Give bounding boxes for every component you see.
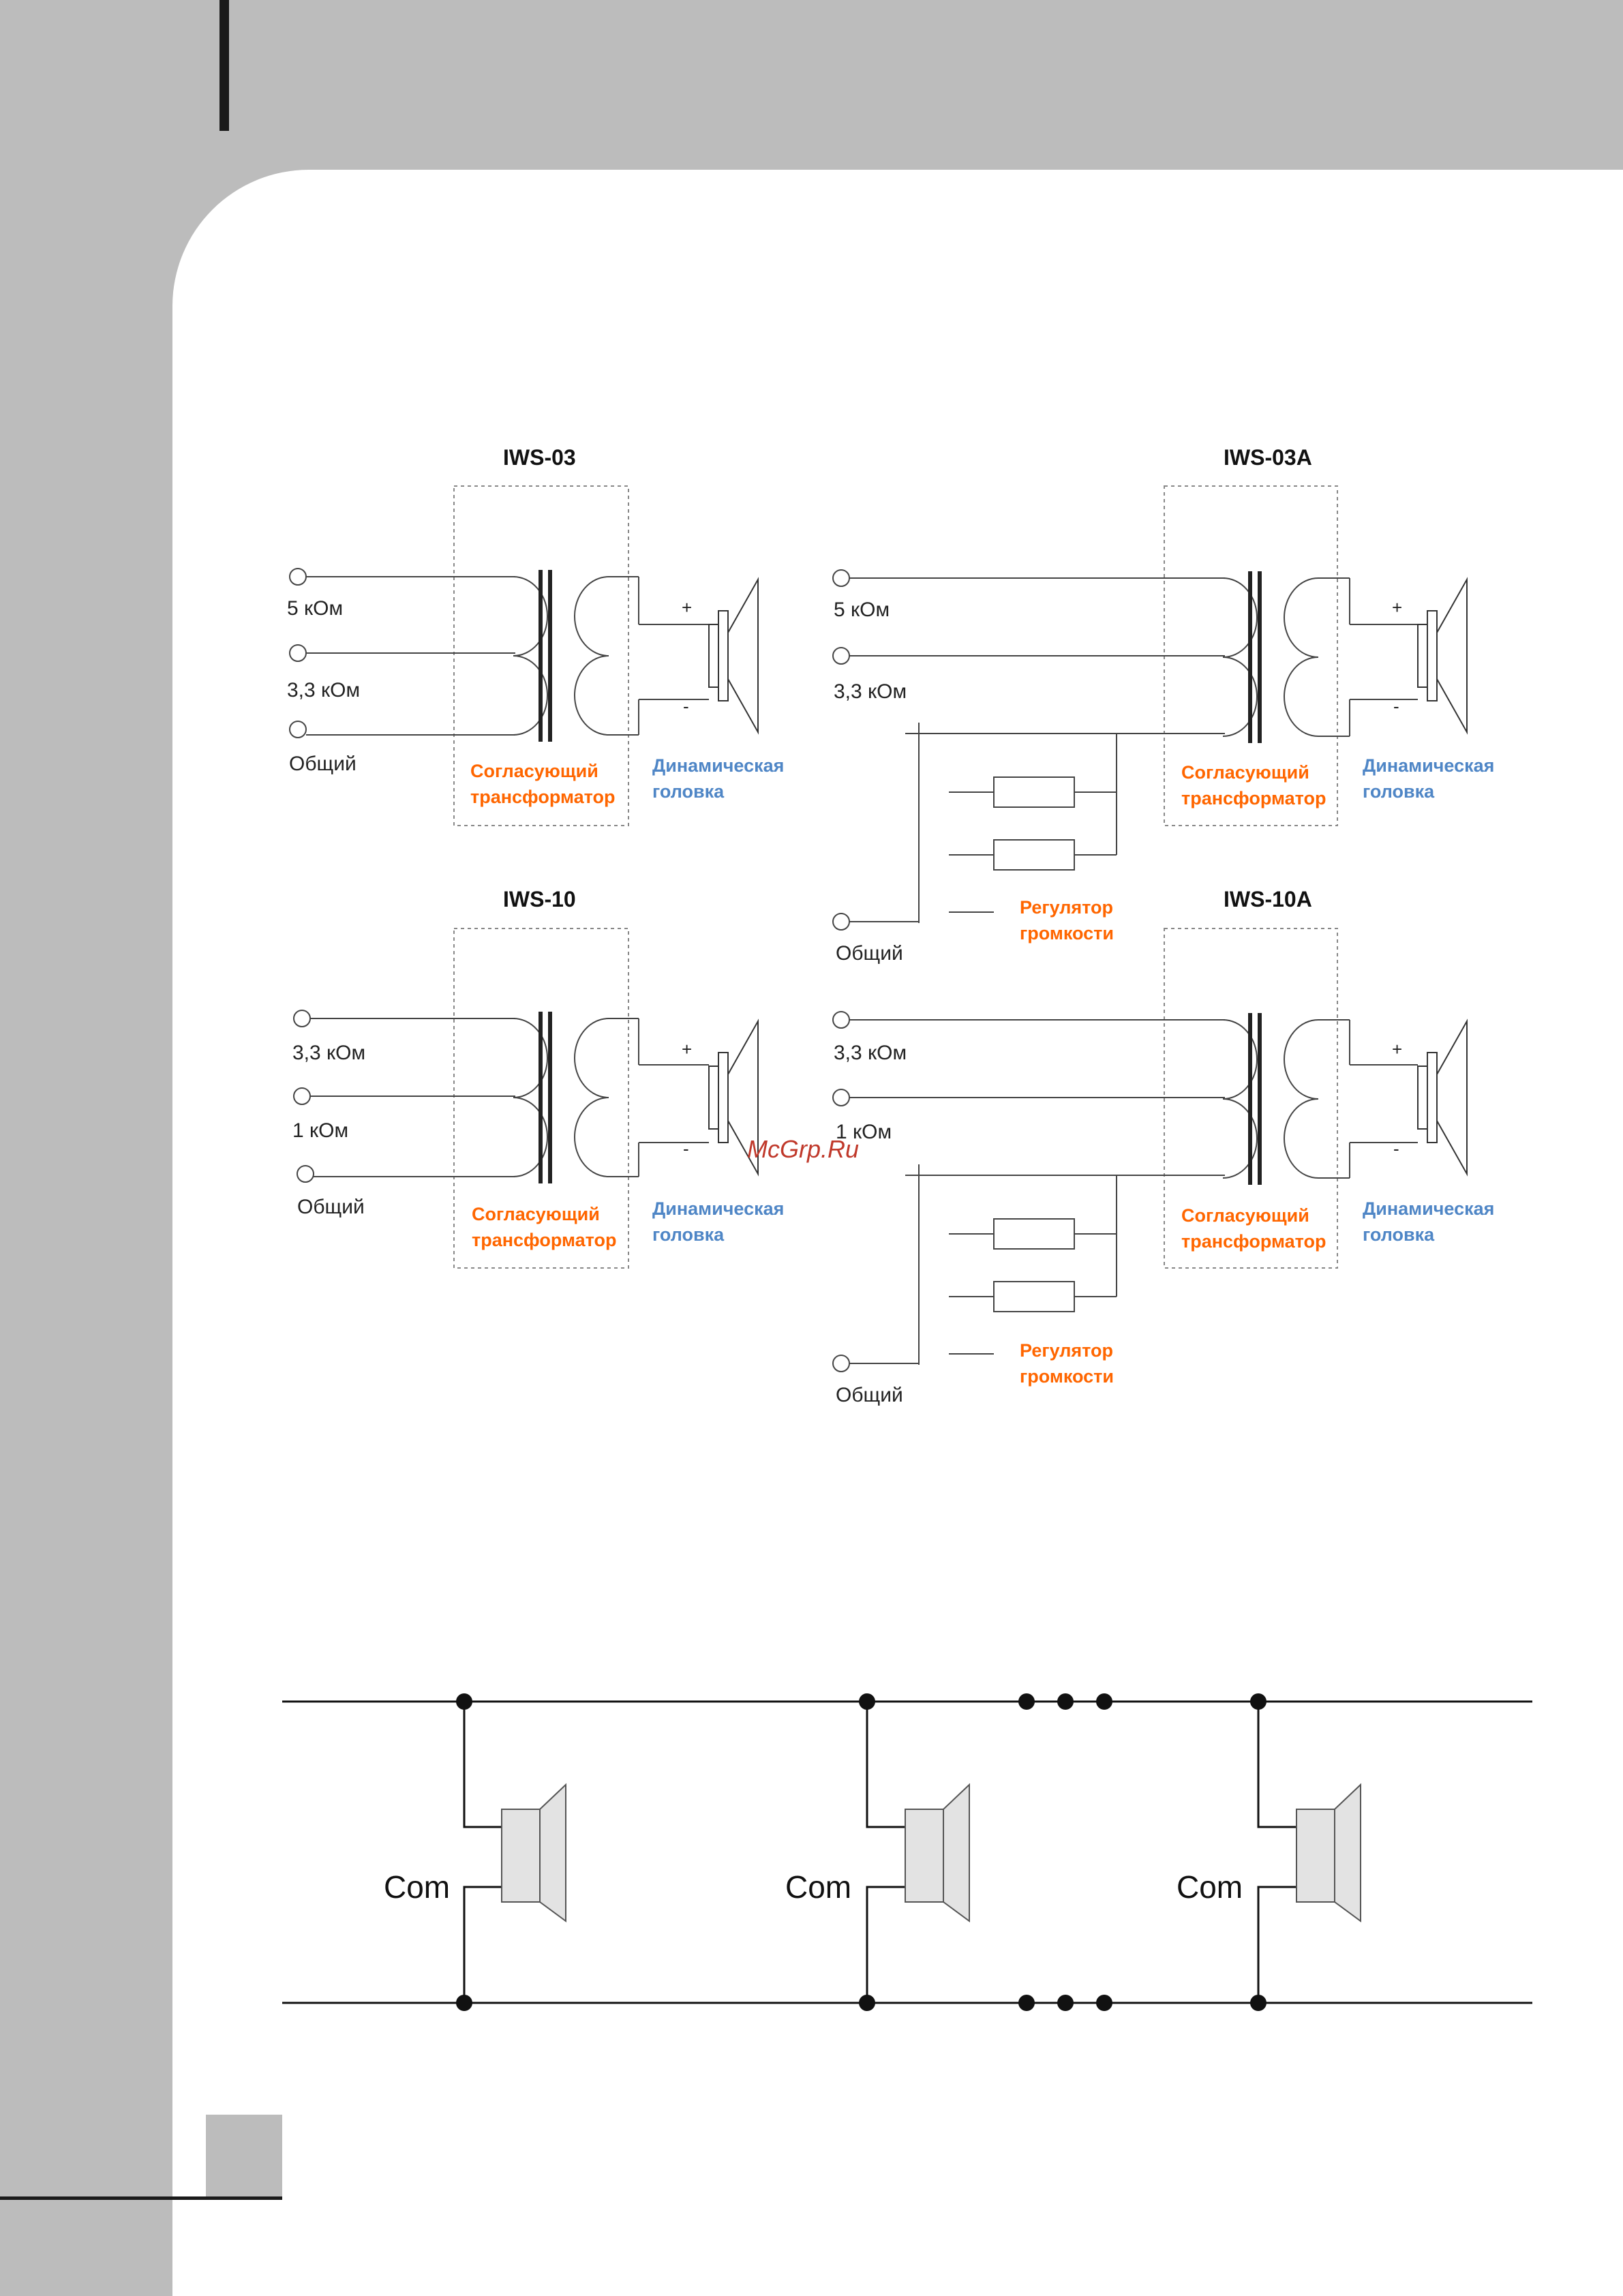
- svg-text:-: -: [1393, 1138, 1399, 1159]
- schematic-iws-10a: IWS-10A + - 3,3 кОм 1 кОм Общий Регулято…: [832, 887, 1494, 1406]
- title-iws-10a: IWS-10A: [1224, 887, 1312, 911]
- common-label: Общий: [836, 1384, 903, 1406]
- bus-speaker-1: Com: [384, 1693, 566, 2011]
- speaker-icon: [1417, 1021, 1468, 1175]
- svg-text:+: +: [1392, 1039, 1402, 1059]
- speaker-icon: [1417, 579, 1468, 733]
- footer-rule: [0, 2196, 282, 2200]
- title-iws-03a: IWS-03A: [1224, 445, 1312, 470]
- speaker-icon: [501, 1809, 541, 1903]
- resistor-icon: [993, 776, 1075, 808]
- title-iws-03: IWS-03: [503, 445, 576, 470]
- transformer-label: трансформатор: [1181, 788, 1326, 809]
- page-sheet: [172, 170, 1623, 2296]
- svg-text:-: -: [683, 1138, 689, 1159]
- transformer-label: Согласующий: [1181, 762, 1309, 783]
- tap-label: 1 кОм: [292, 1119, 348, 1142]
- tap-label: 5 кОм: [287, 597, 343, 620]
- transformer-label: трансформатор: [1181, 1231, 1326, 1252]
- transformer-label: трансформатор: [472, 1230, 616, 1250]
- regulator-label: Регулятор: [1020, 897, 1113, 918]
- transformer-box: [453, 485, 629, 826]
- corner-tab-bar: [219, 0, 229, 131]
- transformer-label: Согласующий: [472, 1204, 600, 1224]
- com-label: Com: [384, 1869, 450, 1905]
- svg-text:+: +: [682, 1039, 692, 1059]
- transformer-label: трансформатор: [470, 787, 615, 807]
- tap-label: 3,3 кОм: [834, 1042, 907, 1064]
- schematic-iws-03a: IWS-03A + - 5 кОм 3,3 кОм Общий Регулято…: [832, 445, 1494, 965]
- svg-text:-: -: [683, 696, 689, 716]
- common-label: Общий: [297, 1196, 365, 1218]
- regulator-label: громкости: [1020, 1366, 1114, 1387]
- regulator-label: громкости: [1020, 923, 1114, 943]
- title-iws-10: IWS-10: [503, 887, 576, 911]
- tap-label: 1 кОм: [836, 1121, 892, 1143]
- schematic-iws-03: IWS-03 + - 5 кОм 3,3 кОм Общий Согласующ…: [287, 445, 784, 826]
- svg-text:-: -: [1393, 696, 1399, 716]
- resistor-icon: [993, 839, 1075, 871]
- tap-label: 3,3 кОм: [292, 1042, 365, 1064]
- speaker-icon: [1296, 1809, 1335, 1903]
- driver-label: головка: [1363, 1224, 1435, 1245]
- regulator-label: Регулятор: [1020, 1340, 1113, 1361]
- driver-label: головка: [1363, 781, 1435, 802]
- transformer-label: Согласующий: [470, 761, 598, 781]
- speaker-icon: [905, 1809, 944, 1903]
- tap-label: 3,3 кОм: [834, 680, 907, 703]
- driver-label: Динамическая: [1363, 755, 1494, 776]
- schematic-iws-10: IWS-10 + - 3,3 кОм 1 кОм Общий Согласующ…: [292, 887, 784, 1269]
- driver-label: головка: [652, 781, 725, 802]
- bus-speaker-3: Com: [1177, 1693, 1361, 2011]
- com-label: Com: [785, 1869, 851, 1905]
- driver-label: Динамическая: [652, 755, 784, 776]
- resistor-icon: [993, 1281, 1075, 1312]
- bus-speaker-2: Com: [785, 1693, 970, 2011]
- common-label: Общий: [836, 942, 903, 965]
- speaker-bus-diagram: Com Com Com: [282, 1693, 1532, 2011]
- common-label: Общий: [289, 753, 357, 775]
- resistor-icon: [993, 1218, 1075, 1250]
- page-number-tab: [206, 2115, 282, 2199]
- watermark: McGrp.Ru: [747, 1135, 859, 1163]
- svg-text:+: +: [1392, 597, 1402, 618]
- svg-text:+: +: [682, 597, 692, 618]
- driver-label: головка: [652, 1224, 725, 1245]
- transformer-label: Согласующий: [1181, 1205, 1309, 1226]
- driver-label: Динамическая: [652, 1198, 784, 1219]
- transformer-box: [453, 928, 629, 1269]
- driver-label: Динамическая: [1363, 1198, 1494, 1219]
- speaker-icon: [708, 579, 759, 733]
- com-label: Com: [1177, 1869, 1243, 1905]
- tap-label: 3,3 кОм: [287, 679, 360, 701]
- tap-label: 5 кОм: [834, 599, 890, 621]
